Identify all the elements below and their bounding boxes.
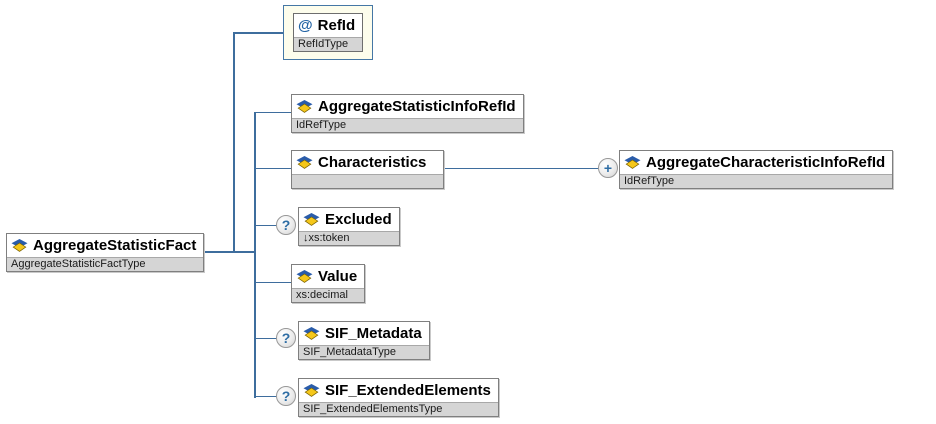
connector-branch-excluded xyxy=(255,225,281,226)
optional-badge-sif-extendedelements: ? xyxy=(276,386,296,406)
element-icon xyxy=(11,239,28,252)
optional-symbol: ? xyxy=(281,330,291,346)
element-box-characteristics[interactable]: Characteristics xyxy=(291,150,444,189)
element-type: IdRefType xyxy=(620,174,893,188)
connector-branch-characteristics xyxy=(255,168,295,169)
element-label: SIF_Metadata xyxy=(325,325,422,342)
element-label: Value xyxy=(318,268,358,285)
element-label: AggregateStatisticFact xyxy=(33,237,197,254)
element-type xyxy=(292,174,443,188)
element-icon xyxy=(624,156,641,169)
element-type: xs:decimal xyxy=(292,288,365,302)
element-box-aggregatestatisticinforefid[interactable]: AggregateStatisticInfoRefId IdRefType xyxy=(291,94,524,133)
optional-symbol: ? xyxy=(281,388,291,404)
connector-root-to-trunk xyxy=(200,251,256,253)
element-type: ↓xs:token xyxy=(299,231,399,245)
element-type: SIF_ExtendedElementsType xyxy=(299,402,498,416)
optional-badge-excluded: ? xyxy=(276,215,296,235)
repeat-badge: + xyxy=(598,158,618,178)
attribute-label: RefId xyxy=(317,17,356,34)
element-label: Excluded xyxy=(325,211,392,228)
element-box-sif-metadata[interactable]: SIF_Metadata SIF_MetadataType xyxy=(298,321,430,360)
element-icon xyxy=(303,327,320,340)
connector-branch-sif-extendedelements xyxy=(255,396,281,397)
element-icon xyxy=(303,384,320,397)
element-icon xyxy=(296,270,313,283)
connector-branch-aggregatestatisticinforefid xyxy=(255,112,295,113)
element-label: AggregateCharacteristicInfoRefId xyxy=(646,154,886,171)
attribute-icon: @ xyxy=(298,17,313,34)
element-icon xyxy=(296,156,313,169)
connector-attribute-branch xyxy=(233,32,283,34)
element-type: AggregateStatisticFactType xyxy=(7,257,204,271)
connector-attribute-trunk xyxy=(233,32,235,253)
element-box-excluded[interactable]: Excluded ↓xs:token xyxy=(298,207,400,246)
element-label: AggregateStatisticInfoRefId xyxy=(318,98,516,115)
element-box-value[interactable]: Value xs:decimal xyxy=(291,264,366,303)
optional-symbol: ? xyxy=(281,217,291,233)
element-icon xyxy=(296,100,313,113)
element-box-sif-extendedelements[interactable]: SIF_ExtendedElements SIF_ExtendedElement… xyxy=(298,378,499,417)
connector-children-trunk xyxy=(254,112,256,398)
element-type: SIF_MetadataType xyxy=(299,345,429,359)
attribute-box-refid[interactable]: @ RefId RefIdType xyxy=(293,13,364,52)
connector-branch-value xyxy=(255,282,295,283)
attribute-container: @ RefId RefIdType xyxy=(283,5,374,60)
element-label: Characteristics xyxy=(318,154,427,171)
attribute-type: RefIdType xyxy=(294,37,363,51)
element-type: IdRefType xyxy=(292,118,523,132)
connector-characteristics-to-child xyxy=(420,168,605,169)
repeat-symbol: + xyxy=(603,160,613,176)
element-box-aggregatecharacteristicinforefid[interactable]: AggregateCharacteristicInfoRefId IdRefTy… xyxy=(619,150,894,189)
element-box-aggregatestatisticfact[interactable]: AggregateStatisticFact AggregateStatisti… xyxy=(6,233,205,272)
element-label: SIF_ExtendedElements xyxy=(325,382,491,399)
connector-branch-sif-metadata xyxy=(255,338,281,339)
element-icon xyxy=(303,213,320,226)
optional-badge-sif-metadata: ? xyxy=(276,328,296,348)
